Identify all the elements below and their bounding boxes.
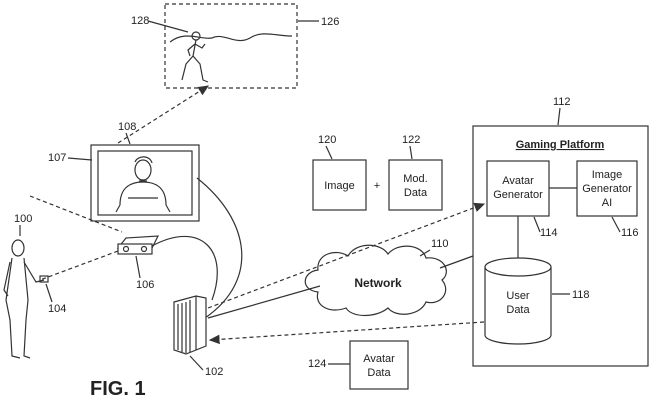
avatar-generator-label-line2: Generator [493,189,543,201]
avatar-data-label-line2: Data [367,367,391,379]
avatar-generator-label-line1: Avatar [502,175,534,187]
ref-100: 100 [14,213,32,225]
ref-106: 106 [136,279,154,291]
figure-label: FIG. 1 [90,378,146,400]
ref-114: 114 [540,227,558,239]
mod-data-label-line2: Data [404,187,428,199]
user-image-on-display [115,156,171,213]
download-dashed-arrow [208,321,485,345]
mod-data-label-line1: Mod. [403,173,427,185]
plus-sign: + [374,180,380,192]
camera-device [116,235,160,255]
network-label: Network [354,276,402,290]
ref-102: 102 [205,366,223,378]
running-avatar-figure [181,31,209,83]
virtual-scene [164,3,298,89]
upload-dashed-arrow [207,202,486,309]
avatar-data-label-line1: Avatar [363,353,395,365]
game-console [173,295,207,355]
gaming-platform-title: Gaming Platform [516,139,605,151]
image-label: Image [324,180,355,192]
image-generator-ai-box: Image Generator AI [576,160,638,217]
ref-122: 122 [402,134,420,146]
ref-107: 107 [48,152,66,164]
network-to-platform-line [439,255,474,269]
ref-108: 108 [118,121,136,133]
image-generator-label-line3: AI [602,197,612,209]
ref-112: 112 [553,96,571,108]
ref-128: 128 [131,15,149,27]
avatar-data-box: Avatar Data [349,340,409,390]
user-data-label-line2: Data [506,304,530,316]
user-data-store: User Data [484,257,552,345]
avatar-generator-box: Avatar Generator [486,160,550,217]
mod-data-box: Mod. Data [388,159,443,211]
image-generator-label-line2: Generator [582,183,632,195]
network-cloud: Network [304,244,447,317]
image-generator-label-line1: Image [592,169,623,181]
ref-110: 110 [431,238,449,250]
ref-126: 126 [321,16,339,28]
image-box: Image [312,159,367,211]
ref-104: 104 [48,303,66,315]
user-data-label-line1: User [506,290,530,302]
ref-116: 116 [621,227,639,239]
ref-124: 124 [308,358,326,370]
ref-118: 118 [572,289,590,301]
display-device [90,144,200,222]
user-figure [3,239,49,359]
ref-120: 120 [318,134,336,146]
console-to-network-line [207,285,321,319]
